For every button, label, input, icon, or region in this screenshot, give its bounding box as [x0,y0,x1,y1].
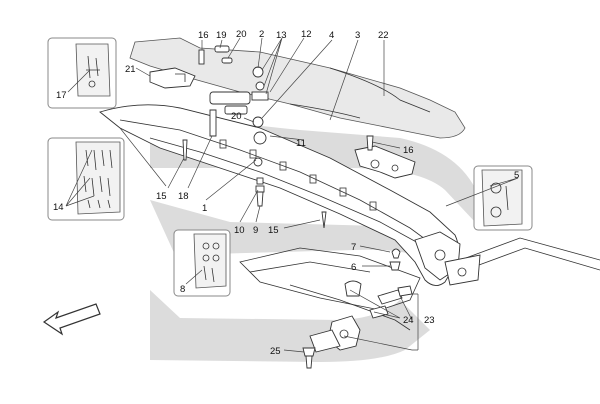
callout-7: 7 [351,242,356,253]
callout-2: 2 [259,29,264,40]
callout-20a: 20 [236,29,247,40]
callout-4: 4 [329,30,334,41]
left-bracket [149,67,196,89]
callout-5: 5 [514,170,519,181]
right-bracket [354,145,416,179]
callout-8: 8 [180,284,185,295]
direction-arrow-icon [42,303,101,336]
callout-labels: 16 19 20 2 13 12 4 3 22 21 17 20 11 16 1… [53,29,519,357]
callout-25: 25 [270,346,281,357]
callout-15a: 15 [156,191,167,202]
callout-12: 12 [301,29,312,40]
callout-14: 14 [53,202,64,213]
inset-5 [473,165,533,231]
callout-16a: 16 [198,30,209,41]
leader-lines [65,37,519,353]
callout-18: 18 [178,191,189,202]
callout-22: 22 [378,30,389,41]
side-rail [444,237,600,286]
callout-1: 1 [202,203,207,214]
callout-11: 11 [296,138,306,149]
callout-20b: 20 [231,111,242,122]
callout-21: 21 [125,64,136,75]
hardware-parts [182,45,413,369]
callout-6: 6 [351,262,356,273]
callout-15b: 15 [268,225,279,236]
callout-23: 23 [424,315,435,326]
inset-17 [47,37,117,109]
callout-3: 3 [355,30,360,41]
callout-13: 13 [276,30,287,41]
callout-24: 24 [403,315,414,326]
callout-17: 17 [56,90,67,101]
beam-slots [219,139,377,211]
callout-19: 19 [216,30,227,41]
lower-panel [239,247,421,331]
inset-8 [173,229,231,297]
callout-9: 9 [253,225,258,236]
callout-16b: 16 [403,145,414,156]
callout-10: 10 [234,225,245,236]
